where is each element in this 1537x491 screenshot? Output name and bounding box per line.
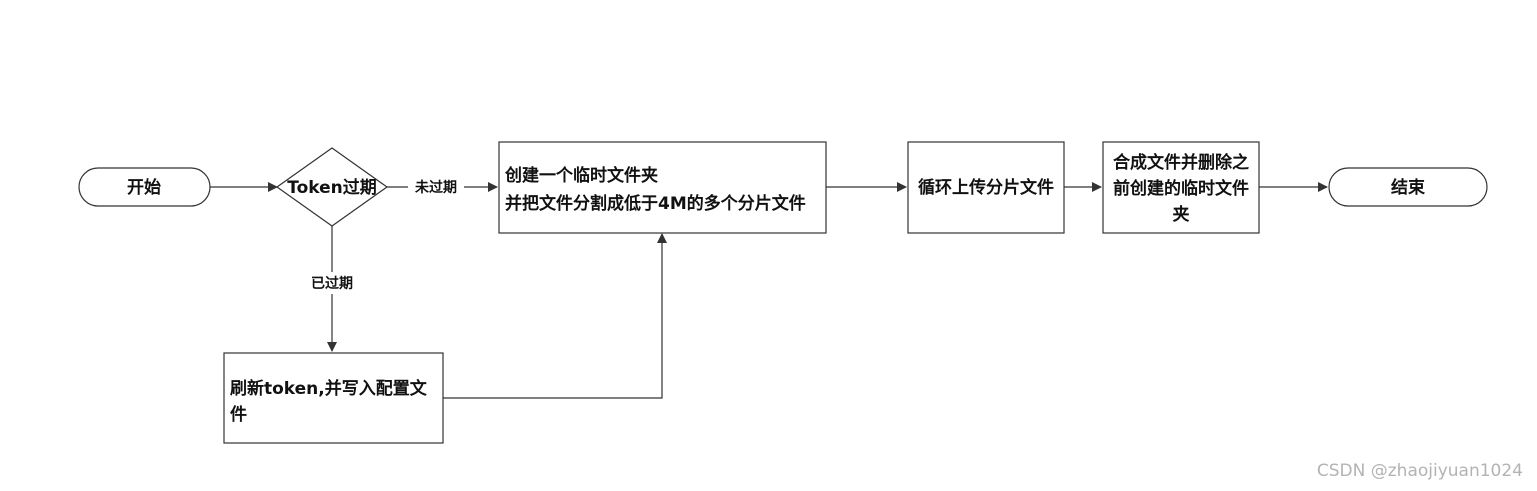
- node-start: 开始: [78, 167, 211, 207]
- edge-label-expired: 已过期: [304, 272, 360, 294]
- node-merge-delete-line2: 前创建的临时文件: [1113, 178, 1249, 199]
- edge-label-expired-text: 已过期: [311, 275, 353, 292]
- node-merge-delete: 合成文件并删除之 前创建的临时文件 夹: [1102, 141, 1260, 234]
- edge-label-not-expired-text: 未过期: [415, 179, 457, 196]
- node-end-label: 结束: [1391, 177, 1425, 198]
- node-token-check: Token过期: [275, 147, 389, 227]
- node-refresh-token-line2: 件: [230, 404, 247, 425]
- node-create-split-line1: 创建一个临时文件夹: [504, 165, 658, 186]
- node-refresh-token-line1: 刷新token,并写入配置文: [230, 378, 428, 399]
- node-merge-delete-line3: 夹: [1173, 204, 1190, 225]
- watermark-text: CSDN @zhaojiyuan1024: [1316, 461, 1523, 481]
- node-start-label: 开始: [127, 177, 161, 198]
- node-upload-loop: 循环上传分片文件: [907, 141, 1065, 234]
- edge-label-not-expired: 未过期: [408, 176, 464, 198]
- node-token-check-label: Token过期: [287, 178, 377, 198]
- node-upload-loop-label: 循环上传分片文件: [918, 177, 1054, 198]
- node-create-split: 创建一个临时文件夹 并把文件分割成低于4M的多个分片文件: [498, 141, 827, 234]
- edge-refresh-to-create-split: [443, 233, 667, 399]
- node-merge-delete-line1: 合成文件并删除之: [1113, 152, 1249, 173]
- node-refresh-token: 刷新token,并写入配置文 件: [223, 352, 444, 444]
- node-create-split-line2: 并把文件分割成低于4M的多个分片文件: [505, 193, 806, 214]
- node-end: 结束: [1328, 167, 1488, 207]
